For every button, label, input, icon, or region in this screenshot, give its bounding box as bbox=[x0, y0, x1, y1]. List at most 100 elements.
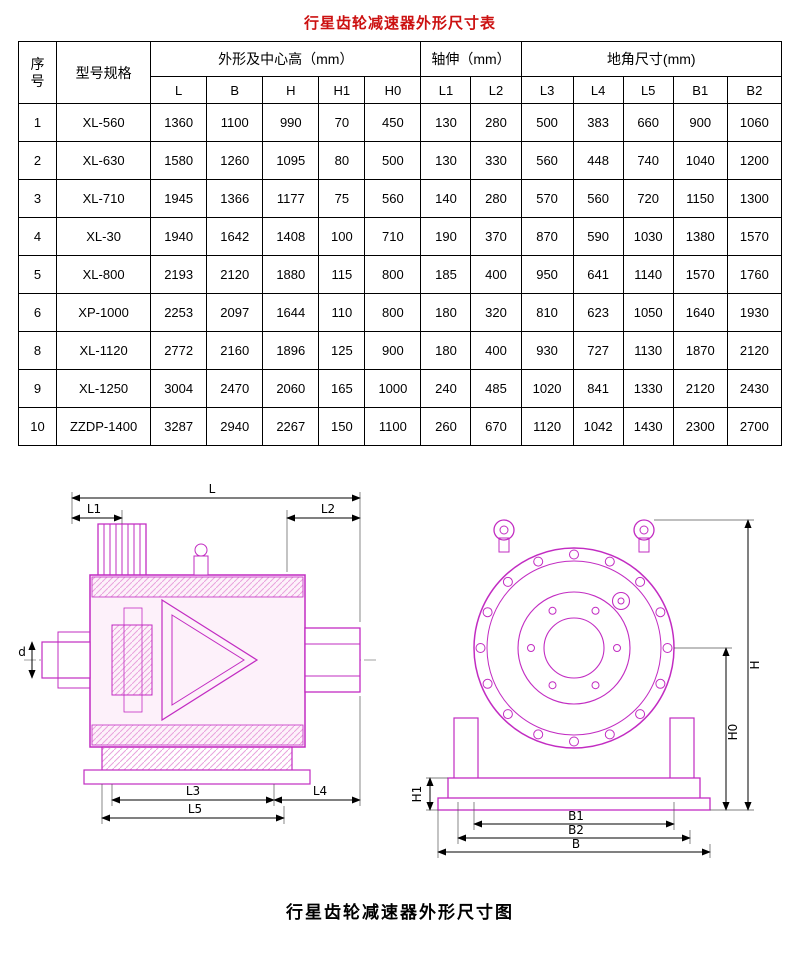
table-cell: 70 bbox=[318, 103, 366, 142]
col-header-L5: L5 bbox=[622, 76, 674, 104]
table-cell: 180 bbox=[420, 331, 472, 370]
oil-plug bbox=[611, 591, 631, 611]
table-cell: 185 bbox=[420, 255, 472, 294]
table-cell: 1030 bbox=[622, 217, 674, 256]
table-cell: 1430 bbox=[622, 407, 674, 446]
table-cell: 590 bbox=[572, 217, 624, 256]
table-cell: 10 bbox=[17, 407, 58, 446]
table-cell: 1580 bbox=[150, 141, 208, 180]
table-cell: 570 bbox=[520, 179, 574, 218]
eye-bolt-left bbox=[493, 519, 515, 541]
table-cell: 710 bbox=[364, 217, 422, 256]
table-cell: 2120 bbox=[672, 369, 728, 408]
base-block bbox=[101, 746, 293, 774]
table-title: 行星齿轮减速器外形尺寸表 bbox=[303, 15, 496, 32]
table-cell: 2253 bbox=[150, 293, 208, 332]
table-cell: XP-1000 bbox=[56, 293, 152, 332]
table-cell: 2940 bbox=[206, 407, 264, 446]
col-group-foot: 地角尺寸(mm) bbox=[520, 41, 783, 77]
pillar-left bbox=[453, 717, 479, 783]
col-header-L1: L1 bbox=[420, 76, 472, 104]
table-cell: 1644 bbox=[262, 293, 320, 332]
front-base-flange bbox=[437, 797, 711, 811]
table-cell: 330 bbox=[470, 141, 522, 180]
table-cell: 6 bbox=[17, 293, 58, 332]
dim-label-L3: L3 bbox=[186, 784, 200, 798]
table-cell: 1100 bbox=[364, 407, 422, 446]
table-cell: 2120 bbox=[206, 255, 264, 294]
oil-plug-hole bbox=[617, 597, 625, 605]
col-header-L: L bbox=[150, 76, 208, 104]
col-header-H1: H1 bbox=[318, 76, 366, 104]
table-cell: 1120 bbox=[520, 407, 574, 446]
col-header-B2: B2 bbox=[726, 76, 783, 104]
table-cell: 1260 bbox=[206, 141, 264, 180]
table-cell: 1930 bbox=[726, 293, 783, 332]
table-cell: 727 bbox=[572, 331, 624, 370]
table-cell: 1020 bbox=[520, 369, 574, 408]
table-cell: 3004 bbox=[150, 369, 208, 408]
table-cell: 2470 bbox=[206, 369, 264, 408]
input-shaft bbox=[41, 641, 91, 679]
table-cell: 100 bbox=[318, 217, 366, 256]
table-cell: 400 bbox=[470, 331, 522, 370]
col-group-shaft: 轴伸（mm） bbox=[420, 41, 522, 77]
table-cell: 1642 bbox=[206, 217, 264, 256]
table-cell: 1042 bbox=[572, 407, 624, 446]
table-cell: 1880 bbox=[262, 255, 320, 294]
table-cell: 125 bbox=[318, 331, 366, 370]
dim-label-B: B bbox=[572, 837, 580, 851]
table-cell: XL-30 bbox=[56, 217, 152, 256]
table-cell: 670 bbox=[470, 407, 522, 446]
table-cell: 623 bbox=[572, 293, 624, 332]
hub-circle bbox=[543, 617, 605, 679]
side-view-drawing: L L1 L2 d L3 L4 L5 bbox=[18, 482, 378, 824]
table-cell: 280 bbox=[470, 103, 522, 142]
table-cell: 1140 bbox=[622, 255, 674, 294]
table-cell: XL-1120 bbox=[56, 331, 152, 370]
table-cell: 4 bbox=[17, 217, 58, 256]
housing-circle-mid bbox=[517, 591, 631, 705]
col-header-B1: B1 bbox=[672, 76, 728, 104]
front-view-drawing: H H0 H1 B1 B2 B bbox=[410, 519, 762, 858]
table-cell: 1060 bbox=[726, 103, 783, 142]
table-cell: 900 bbox=[364, 331, 422, 370]
col-header-model: 型号规格 bbox=[56, 41, 152, 104]
table-cell: 1870 bbox=[672, 331, 728, 370]
table-cell: 400 bbox=[470, 255, 522, 294]
table-cell: 2700 bbox=[726, 407, 783, 446]
table-cell: XL-560 bbox=[56, 103, 152, 142]
col-header-L2: L2 bbox=[470, 76, 522, 104]
output-shaft bbox=[304, 627, 361, 693]
col-header-L3: L3 bbox=[520, 76, 574, 104]
table-cell: 560 bbox=[364, 179, 422, 218]
eye-bolt-left-hole bbox=[499, 525, 509, 535]
table-cell: 2772 bbox=[150, 331, 208, 370]
table-cell: 1330 bbox=[622, 369, 674, 408]
table-cell: 140 bbox=[420, 179, 472, 218]
table-cell: 448 bbox=[572, 141, 624, 180]
table-cell: XL-630 bbox=[56, 141, 152, 180]
eye-stem-left bbox=[498, 537, 510, 553]
table-cell: 2 bbox=[17, 141, 58, 180]
table-cell: 1150 bbox=[672, 179, 728, 218]
table-cell: 240 bbox=[420, 369, 472, 408]
input-shaft-step bbox=[57, 631, 91, 689]
bolt-circle bbox=[475, 549, 673, 747]
table-cell: 1040 bbox=[672, 141, 728, 180]
table-cell: 1945 bbox=[150, 179, 208, 218]
table-cell: XL-800 bbox=[56, 255, 152, 294]
housing-circle-flange bbox=[486, 560, 662, 736]
table-cell: 5 bbox=[17, 255, 58, 294]
table-cell: 383 bbox=[572, 103, 624, 142]
table-cell: 1050 bbox=[622, 293, 674, 332]
